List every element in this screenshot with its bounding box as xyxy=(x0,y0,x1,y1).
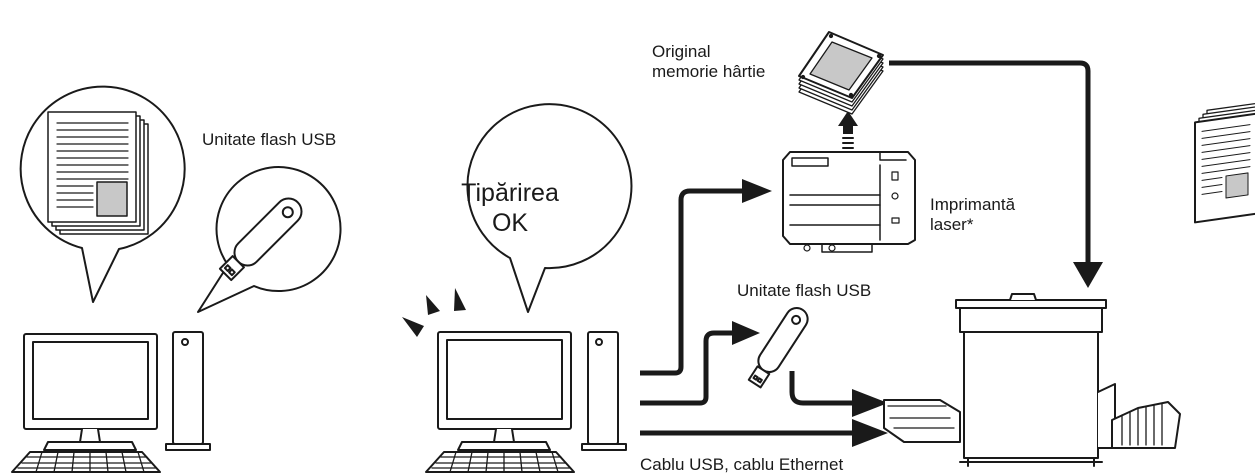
digital-duplicator-icon xyxy=(883,293,1181,467)
paper-master-label: Original memorie hârtie xyxy=(652,42,765,82)
usb-flash-right-label: Unitate flash USB xyxy=(737,281,872,300)
laser-printer-icon xyxy=(782,151,916,253)
left-computer xyxy=(11,331,211,473)
paper-master-line1: Original xyxy=(652,42,711,61)
document-bubble xyxy=(19,85,186,303)
printed-copy-output xyxy=(1194,100,1255,224)
usb-flash-left-label: Unitate flash USB xyxy=(202,130,337,149)
dashed-stem xyxy=(842,137,854,149)
usb-flash-drive-left-icon xyxy=(218,197,303,282)
print-ok-line1: Tipărirea xyxy=(461,179,559,207)
print-ok-bubble xyxy=(466,103,633,313)
laser-printer-line2: laser* xyxy=(930,215,974,234)
laser-printer-label: Imprimantă laser* xyxy=(930,195,1015,235)
paper-master-line2: memorie hârtie xyxy=(652,62,766,81)
middle-computer xyxy=(425,331,627,473)
print-ok-text: Tipărirea OK xyxy=(455,178,565,238)
cables-label: Cablu USB, cablu Ethernet xyxy=(640,455,844,474)
print-ok-line2: OK xyxy=(491,209,529,237)
paper-master-original xyxy=(798,31,884,115)
connection-arrows xyxy=(640,60,1091,436)
laser-printer-line1: Imprimantă xyxy=(930,195,1016,214)
usb-flash-drive-right-icon xyxy=(747,307,809,389)
alert-marks-icon xyxy=(402,288,466,337)
